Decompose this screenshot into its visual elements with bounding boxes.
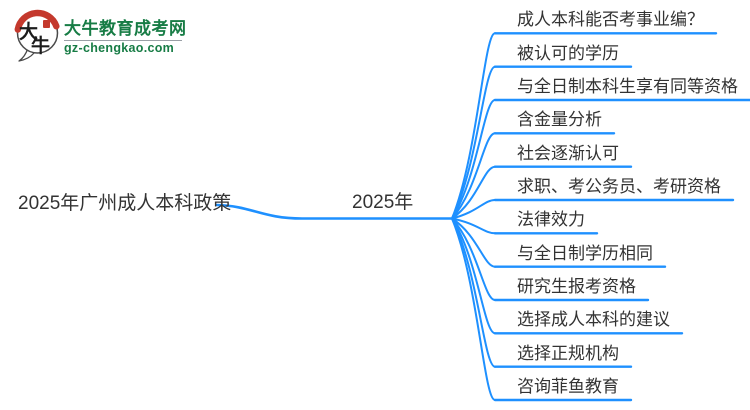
branch-node: 与全日制本科生享有同等资格 [517,76,738,99]
branch-node: 成人本科能否考事业编？ [517,9,704,32]
branch-curve [451,165,496,220]
branch-curve [451,217,496,335]
trunk-line [215,203,454,220]
branch-label: 含金量分析 [517,110,602,130]
branch-label: 求职、考公务员、考研资格 [517,177,721,196]
logo-glyph-da: 大 [19,20,38,43]
branch-curve [451,217,496,235]
branch-label: 与全日制本科生享有同等资格 [517,77,738,96]
branch-node: 选择成人本科的建议 [517,309,670,332]
branch-curve [451,217,496,368]
branch-node: 研究生报考资格 [517,276,636,299]
branch-label: 选择正规机构 [517,343,619,363]
logo-text-block: 大牛教育成考网 gz-chengkao.com [64,19,187,55]
site-logo: 大 牛 大牛教育成考网 gz-chengkao.com [14,9,187,63]
branch-label: 法律效力 [517,210,585,230]
branch-curve [451,199,496,220]
branch-curve [451,132,496,220]
logo-divider [64,40,182,41]
branch-curve [451,217,496,301]
logo-domain: gz-chengkao.com [64,41,175,55]
branch-curve [451,99,496,220]
branch-label: 咨询菲鱼教育 [517,377,619,396]
branch-label: 与全日制学历相同 [517,243,653,263]
branch-node: 法律效力 [517,209,585,232]
daniu-logo-icon: 大 牛 [14,9,60,62]
logo-red-cap-shape [14,9,60,33]
branch-node: 求职、考公务员、考研资格 [517,176,721,199]
branch-node: 选择正规机构 [517,343,619,366]
branch-curve [451,65,496,220]
center-node: 2025年 [352,192,414,213]
branch-node: 含金量分析 [517,109,602,132]
branch-node: 被认可的学历 [517,43,619,66]
branch-curve [451,217,496,268]
branch-label: 社会逐渐认可 [517,143,619,163]
logo-seal-shape [43,20,50,28]
branch-node: 社会逐渐认可 [517,143,619,166]
branch-node: 咨询菲鱼教育 [517,376,619,399]
branch-label: 成人本科能否考事业编？ [517,10,704,30]
branch-label: 研究生报考资格 [517,277,636,296]
branch-label: 被认可的学历 [517,43,619,63]
branch-label: 选择成人本科的建议 [517,310,670,330]
branch-node: 与全日制学历相同 [517,243,653,266]
branch-curve [451,217,496,401]
logo-glyph-niu: 牛 [31,34,50,57]
logo-title: 大牛教育成考网 [64,19,187,38]
branch-curve [451,32,496,220]
root-node: 2025年广州成人本科政策 [18,193,232,214]
